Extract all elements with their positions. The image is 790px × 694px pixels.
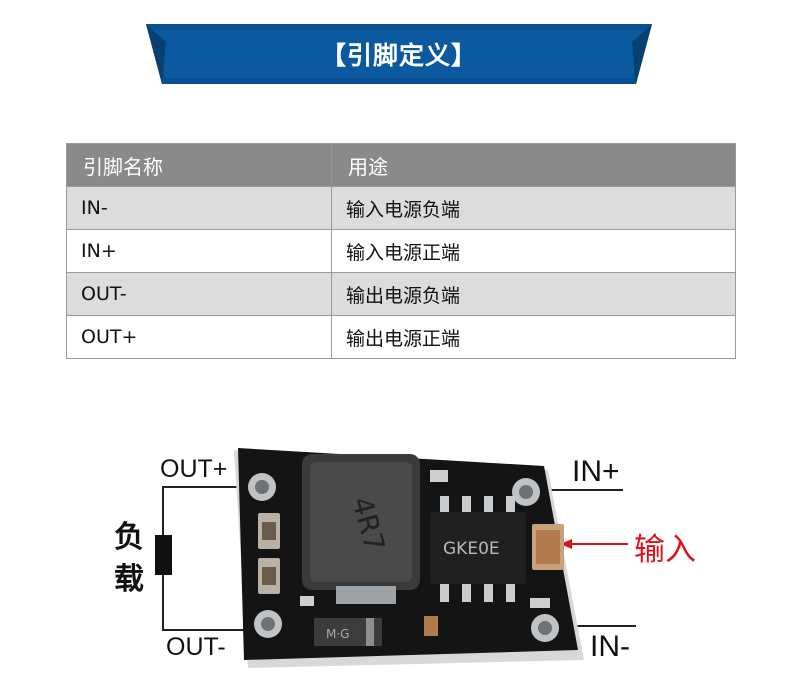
pin-pads	[248, 473, 559, 642]
header-purpose: 用途	[331, 143, 736, 187]
table-row: OUT- 输出电源负端	[66, 272, 736, 316]
banner-title: 【引脚定义】	[320, 41, 477, 70]
table-row: OUT+ 输出电源正端	[66, 315, 736, 359]
load-label-1: 负	[114, 520, 144, 555]
chip-pins	[440, 496, 515, 602]
purpose-cell: 输出电源正端	[331, 315, 736, 359]
input-label: 输入	[634, 532, 696, 568]
purpose-cell: 输入电源正端	[331, 229, 736, 273]
load-resistor	[155, 535, 172, 575]
pin-cell: IN+	[66, 229, 332, 273]
table-header-row: 引脚名称 用途	[66, 143, 736, 187]
load-label-2: 载	[114, 562, 144, 597]
title-banner	[146, 24, 652, 84]
out-minus-label: OUT-	[166, 633, 226, 661]
purpose-cell: 输入电源负端	[331, 186, 736, 230]
input-arrow	[560, 539, 628, 549]
table-row: IN- 输入电源负端	[66, 186, 736, 230]
load-wiring	[162, 486, 636, 631]
purpose-cell: 输出电源负端	[331, 272, 736, 316]
chip-marking: GKE0E	[443, 539, 500, 559]
ic-chip	[430, 512, 526, 584]
out-plus-label: OUT+	[160, 455, 228, 483]
pin-definition-table: 引脚名称 用途 IN- 输入电源负端 IN+ 输入电源正端 OUT- 输出电源负…	[66, 143, 736, 359]
pin-cell: OUT-	[66, 272, 332, 316]
pin-cell: OUT+	[66, 315, 332, 359]
diode-marking: M·G	[326, 627, 349, 641]
in-plus-label: IN+	[572, 455, 620, 488]
in-minus-label: IN-	[590, 630, 630, 663]
table-row: IN+ 输入电源正端	[66, 229, 736, 273]
